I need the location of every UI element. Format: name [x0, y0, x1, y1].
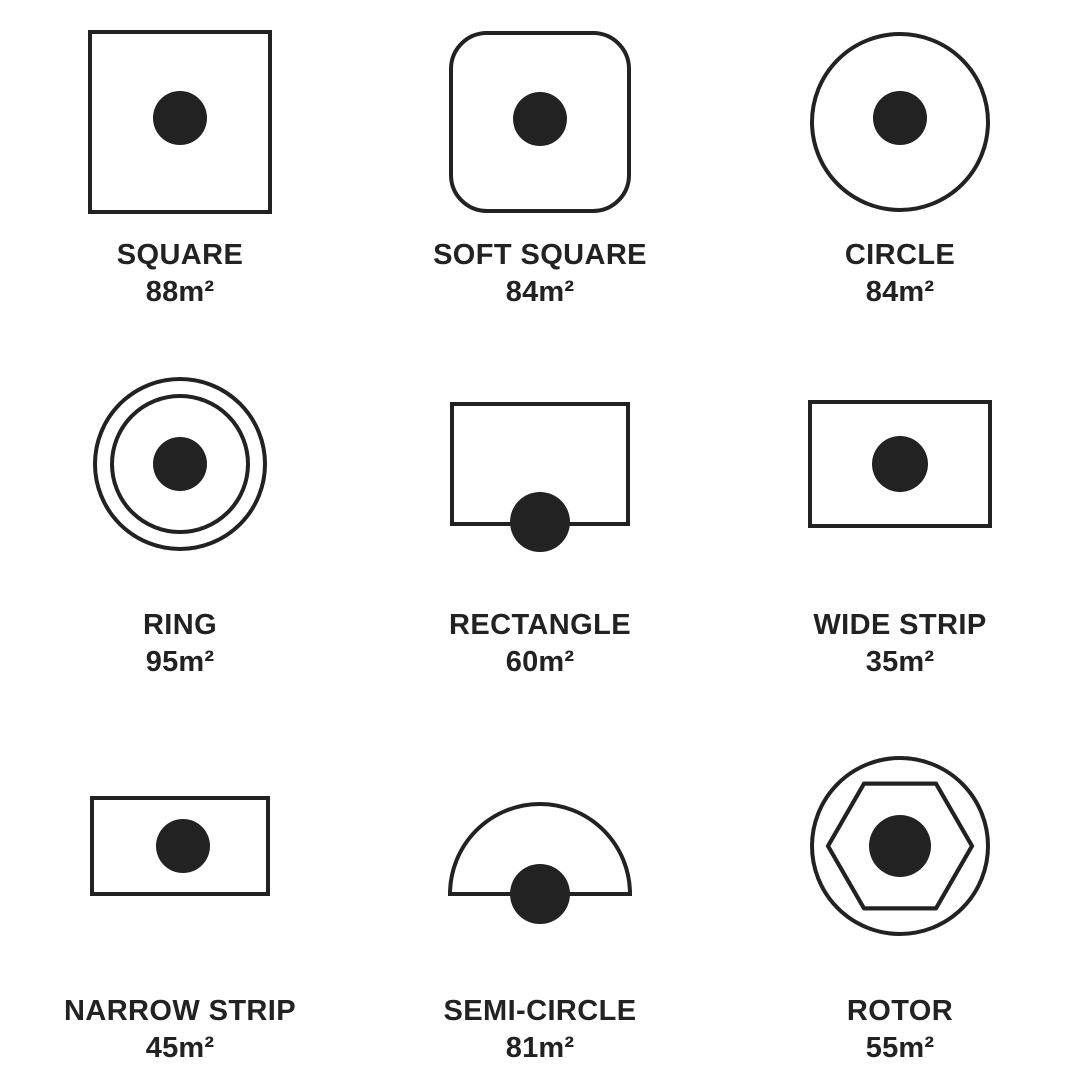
shape-figure-semi-circle [425, 746, 655, 946]
shape-caption-soft-square: SOFT SQUARE 84m² [433, 238, 647, 309]
shape-caption-square: SQUARE 88m² [117, 238, 243, 309]
wide-rectangle-outline-icon [808, 400, 992, 528]
shape-caption-narrow-strip: NARROW STRIP 45m² [64, 994, 296, 1065]
center-point-dot [156, 819, 210, 873]
circle-outline-icon [810, 32, 990, 212]
shape-figure-wide-strip [785, 364, 1015, 564]
shape-card-rotor[interactable]: ROTOR 55m² [720, 710, 1080, 1080]
shape-area: 35m² [865, 646, 935, 679]
dome-outline-icon [447, 802, 633, 924]
rectangle-outline-icon [450, 402, 630, 552]
shape-caption-wide-strip: WIDE STRIP 35m² [813, 608, 986, 679]
rotor-blades [825, 781, 975, 911]
center-point-dot [869, 815, 931, 877]
shape-caption-semi-circle: SEMI-CIRCLE 81m² [444, 994, 637, 1065]
center-point-dot [510, 492, 570, 552]
shape-card-circle[interactable]: CIRCLE 84m² [720, 0, 1080, 340]
aperture-rotor-icon [810, 756, 990, 936]
shape-caption-circle: CIRCLE 84m² [845, 238, 955, 309]
shape-area: 60m² [505, 646, 575, 679]
shape-caption-rotor: ROTOR 55m² [847, 994, 953, 1065]
shape-figure-ring [65, 364, 295, 564]
shape-area: 55m² [865, 1032, 935, 1065]
shape-card-wide-strip[interactable]: WIDE STRIP 35m² [720, 340, 1080, 710]
shape-caption-rectangle: RECTANGLE 60m² [449, 608, 631, 679]
shape-figure-square [65, 22, 295, 222]
center-point-dot [872, 436, 928, 492]
square-outline-icon [88, 30, 272, 214]
shape-card-square[interactable]: SQUARE 88m² [0, 0, 360, 340]
narrow-rectangle-outline-icon [90, 796, 270, 896]
center-point-dot [153, 437, 207, 491]
shape-figure-circle [785, 22, 1015, 222]
center-point-dot [510, 864, 570, 924]
shape-figure-narrow-strip [65, 746, 295, 946]
shape-label: CIRCLE [844, 239, 956, 271]
center-point-dot [873, 91, 927, 145]
shape-figure-rectangle [425, 364, 655, 564]
shape-area: 84m² [865, 276, 935, 309]
shape-card-soft-square[interactable]: SOFT SQUARE 84m² [360, 0, 720, 340]
shape-area: 45m² [145, 1032, 215, 1065]
shape-label: RING [142, 609, 218, 641]
shape-area: 84m² [505, 276, 575, 309]
shape-label: NARROW STRIP [64, 995, 296, 1027]
center-point-dot [513, 92, 567, 146]
shape-card-semi-circle[interactable]: SEMI-CIRCLE 81m² [360, 710, 720, 1080]
shape-label: ROTOR [846, 995, 954, 1027]
shape-figure-rotor [785, 746, 1015, 946]
shape-area: 81m² [505, 1032, 575, 1065]
shape-label: SQUARE [116, 239, 244, 271]
shape-label: RECTANGLE [449, 609, 631, 641]
shape-card-narrow-strip[interactable]: NARROW STRIP 45m² [0, 710, 360, 1080]
shape-figure-soft-square [425, 22, 655, 222]
shape-area: 95m² [145, 646, 215, 679]
shape-caption-ring: RING 95m² [143, 608, 217, 679]
center-point-dot [153, 91, 207, 145]
rounded-square-outline-icon [449, 31, 631, 213]
shape-card-rectangle[interactable]: RECTANGLE 60m² [360, 340, 720, 710]
shape-card-ring[interactable]: RING 95m² [0, 340, 360, 710]
shape-label: WIDE STRIP [813, 609, 987, 641]
concentric-ring-icon [93, 377, 267, 551]
shape-area: 88m² [145, 276, 215, 309]
shape-label: SOFT SQUARE [433, 239, 647, 271]
shape-label: SEMI-CIRCLE [443, 995, 637, 1027]
